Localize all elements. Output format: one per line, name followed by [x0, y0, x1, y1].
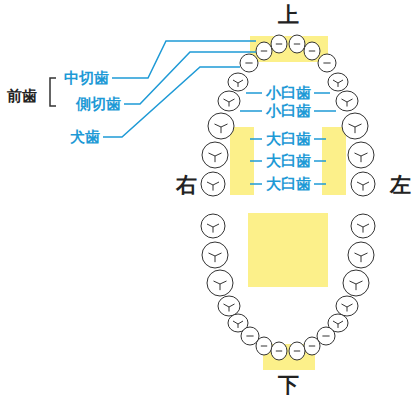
- tooth: [202, 242, 228, 268]
- leader-line: [314, 110, 336, 112]
- tooth: [228, 73, 248, 91]
- tooth-groove: [349, 124, 362, 133]
- tooth-label: 中切歯: [64, 70, 109, 87]
- tooth: [318, 54, 336, 72]
- tooth: [208, 113, 234, 139]
- tooth: [304, 42, 320, 60]
- tooth: [218, 91, 240, 111]
- tooth-groove: [355, 253, 368, 262]
- leader-line: [250, 160, 262, 162]
- leader-line: [240, 110, 262, 112]
- tooth-label: 小臼歯: [266, 103, 311, 120]
- tooth: [342, 113, 368, 139]
- leader-line: [314, 183, 326, 185]
- tooth-groove: [309, 51, 315, 52]
- tooth-label: 犬歯: [70, 129, 100, 146]
- leader-line: [250, 183, 262, 185]
- tooth-groove: [342, 304, 353, 312]
- tooth: [304, 337, 320, 355]
- leader-line: [112, 41, 256, 78]
- leader-line: [314, 138, 326, 140]
- tooth-groove: [276, 44, 282, 45]
- tooth: [351, 172, 375, 196]
- direction-label: 上: [278, 4, 299, 27]
- tooth-label: 小臼歯: [266, 85, 311, 102]
- tooth: [336, 296, 358, 316]
- tooth-groove: [224, 304, 235, 312]
- tooth-groove: [245, 63, 252, 64]
- tooth-label: 大臼歯: [266, 131, 311, 148]
- tooth: [348, 242, 374, 268]
- teeth: [201, 35, 375, 360]
- tooth: [271, 35, 287, 53]
- tooth: [256, 42, 272, 60]
- tooth-groove: [333, 321, 343, 328]
- tooth-groove: [261, 51, 267, 52]
- tooth-groove: [276, 351, 282, 352]
- tooth: [256, 337, 272, 355]
- tooth-groove: [215, 124, 228, 133]
- tooth: [271, 342, 287, 360]
- tooth-groove: [233, 80, 243, 87]
- tooth-label: 側切歯: [76, 96, 121, 113]
- tooth: [201, 214, 225, 238]
- tooth: [202, 142, 228, 168]
- tooth-label: 大臼歯: [266, 176, 311, 193]
- tooth: [348, 142, 374, 168]
- tooth-groove: [323, 63, 330, 64]
- tooth: [207, 270, 233, 296]
- tooth-groove: [261, 346, 267, 347]
- tooth: [336, 91, 358, 111]
- tooth: [201, 172, 225, 196]
- leader-line: [250, 138, 262, 140]
- leader-line: [246, 92, 262, 94]
- tooth-groove: [233, 321, 243, 328]
- tooth-groove: [209, 253, 222, 262]
- tooth-groove: [355, 153, 368, 162]
- tooth-groove: [224, 99, 235, 107]
- leader-line: [103, 67, 240, 137]
- tooth-groove: [333, 80, 343, 87]
- highlight-band: [250, 36, 328, 62]
- tooth-groove: [246, 336, 253, 337]
- tooth: [289, 35, 305, 53]
- tooth-groove: [214, 281, 227, 290]
- tooth: [289, 342, 305, 360]
- direction-label: 下: [278, 374, 299, 397]
- leader-line: [314, 160, 326, 162]
- tooth-groove: [294, 44, 300, 45]
- tooth-groove: [357, 182, 369, 191]
- tooth-groove: [357, 224, 369, 233]
- tooth-groove: [309, 346, 315, 347]
- leader-lines: [103, 41, 336, 184]
- leader-line: [124, 52, 256, 104]
- tooth-groove: [207, 224, 219, 233]
- tooth: [343, 270, 369, 296]
- tooth-groove: [209, 153, 222, 162]
- tooth: [240, 54, 258, 72]
- direction-label: 左: [390, 174, 411, 197]
- tooth-groove: [342, 99, 353, 107]
- bracket: [50, 78, 56, 106]
- tooth-groove: [350, 281, 363, 290]
- tooth-groove: [294, 351, 300, 352]
- tooth: [328, 73, 348, 91]
- tooth: [351, 214, 375, 238]
- tooth-groove: [207, 182, 219, 191]
- highlight-band: [248, 213, 328, 287]
- tooth-label: 大臼歯: [266, 153, 311, 170]
- tooth: [218, 296, 240, 316]
- group-label: 前歯: [7, 88, 37, 105]
- leader-line: [314, 92, 330, 94]
- direction-label: 右: [176, 174, 197, 197]
- tooth-groove: [322, 336, 329, 337]
